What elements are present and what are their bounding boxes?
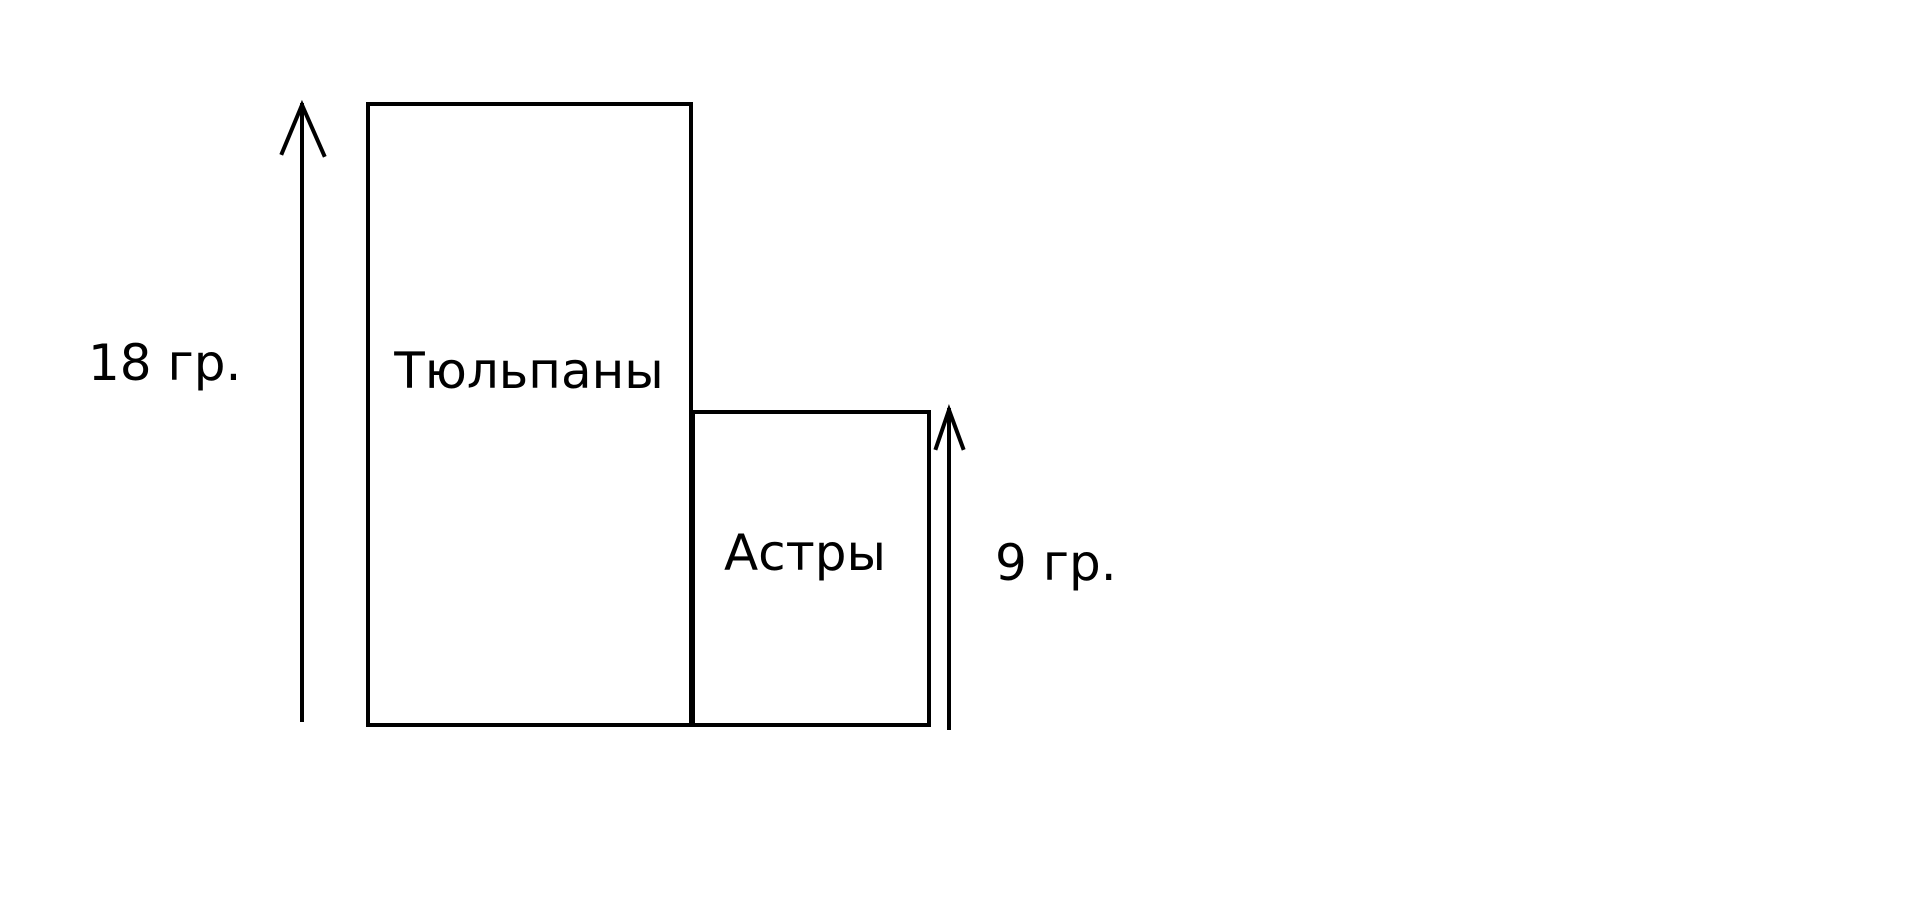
tulips-arrow-head <box>279 99 327 158</box>
asters-height-arrow <box>933 404 966 730</box>
tulips-measure-label: 18 гр. <box>88 334 241 392</box>
asters-arrow-head <box>933 404 966 451</box>
asters-block <box>691 410 931 727</box>
tulips-block <box>366 102 693 727</box>
tulips-height-arrow <box>279 99 327 722</box>
tulips-block-label: Тюльпаны <box>393 342 664 400</box>
asters-measure-label: 9 гр. <box>995 534 1117 592</box>
asters-block-label: Астры <box>724 524 886 582</box>
